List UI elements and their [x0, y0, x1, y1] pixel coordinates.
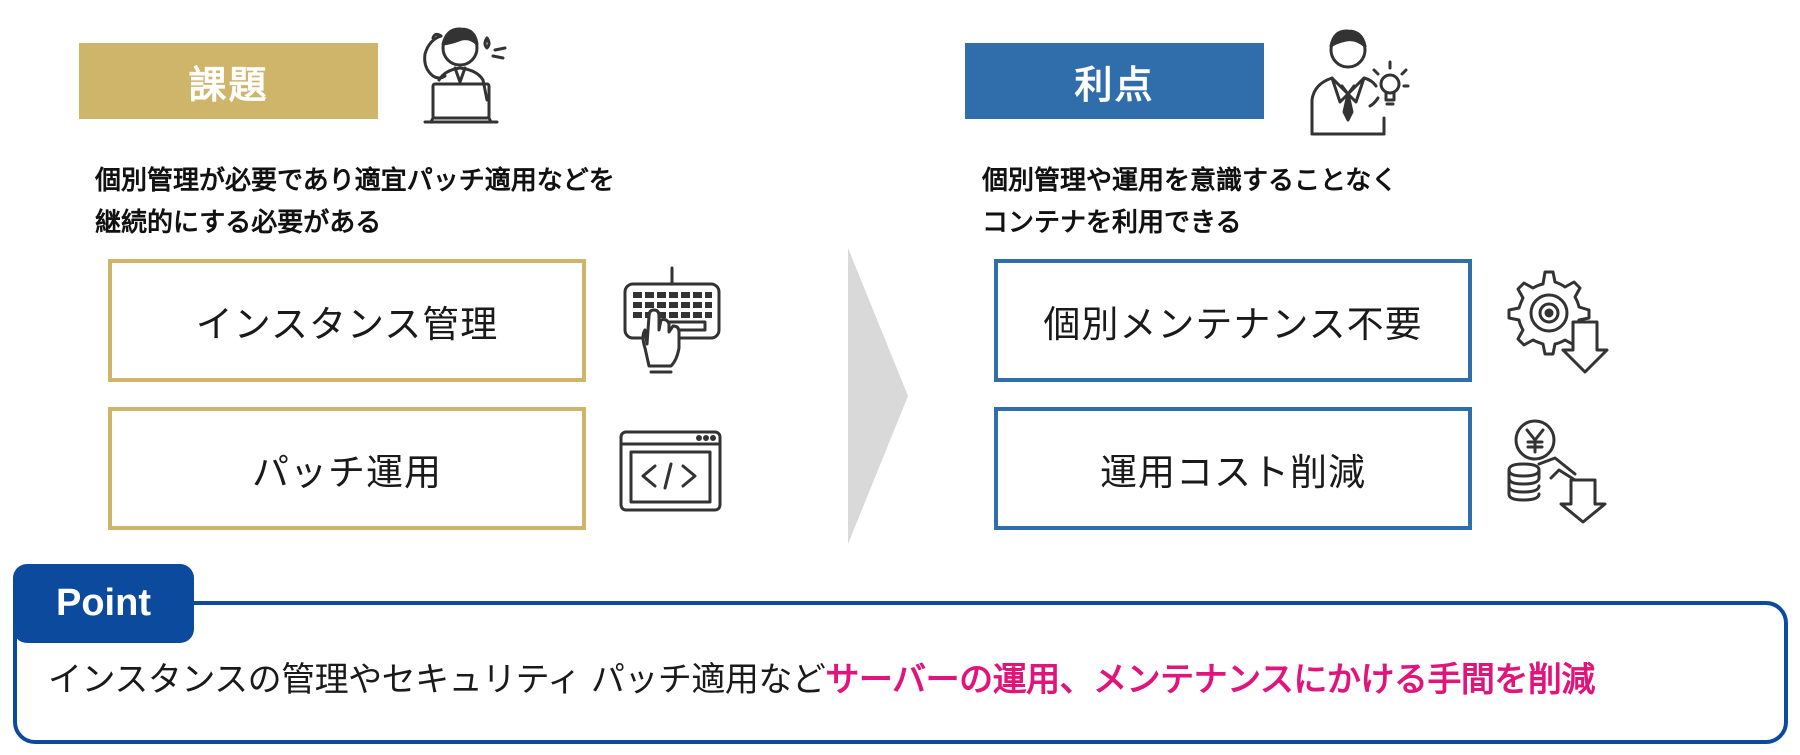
- gear-down-arrow-icon: [1505, 270, 1615, 375]
- benefit-description-line-2: コンテナを利用できる: [982, 208, 1242, 238]
- worried-person-laptop-icon: [405, 18, 523, 130]
- benefit-item-no-maintenance: 個別メンテナンス不要: [994, 259, 1472, 382]
- point-label: Point: [56, 582, 151, 624]
- businessman-lightbulb-icon: [1308, 22, 1410, 136]
- benefit-description: 個別管理や運用を意識することなく コンテナを利用できる: [982, 160, 1397, 244]
- challenge-item-label: パッチ運用: [252, 450, 442, 494]
- point-tab: Point: [13, 564, 194, 643]
- challenge-description-line-1: 個別管理が必要であり適宜パッチ適用などを: [95, 166, 615, 196]
- benefit-header: 利点: [965, 43, 1264, 119]
- challenge-description: 個別管理が必要であり適宜パッチ適用などを 継続的にする必要がある: [95, 160, 615, 244]
- challenge-header-label: 課題: [188, 62, 269, 107]
- code-window-icon: [619, 430, 722, 512]
- benefit-item-cost-reduction: 運用コスト削減: [994, 407, 1472, 530]
- point-text: インスタンスの管理やセキュリティ パッチ適用などサーバーの運用、メンテナンスにか…: [48, 652, 1595, 701]
- challenge-header: 課題: [79, 43, 378, 119]
- benefit-item-label: 運用コスト削減: [1100, 450, 1366, 494]
- point-text-highlight: サーバーの運用、メンテナンスにかける手間を削減: [825, 660, 1595, 700]
- transition-arrow: [848, 248, 908, 544]
- keyboard-hand-icon: [619, 264, 725, 374]
- challenge-item-label: インスタンス管理: [195, 302, 499, 346]
- yen-coins-down-arrow-icon: [1505, 418, 1613, 524]
- benefit-header-label: 利点: [1074, 62, 1155, 107]
- challenge-item-instance-management: インスタンス管理: [108, 259, 586, 382]
- challenge-item-patch-operation: パッチ運用: [108, 407, 586, 530]
- point-frame: [13, 601, 1788, 744]
- challenge-description-line-2: 継続的にする必要がある: [95, 208, 382, 238]
- point-text-normal: インスタンスの管理やセキュリティ パッチ適用など: [48, 660, 826, 700]
- benefit-description-line-1: 個別管理や運用を意識することなく: [982, 166, 1398, 196]
- benefit-item-label: 個別メンテナンス不要: [1043, 302, 1423, 346]
